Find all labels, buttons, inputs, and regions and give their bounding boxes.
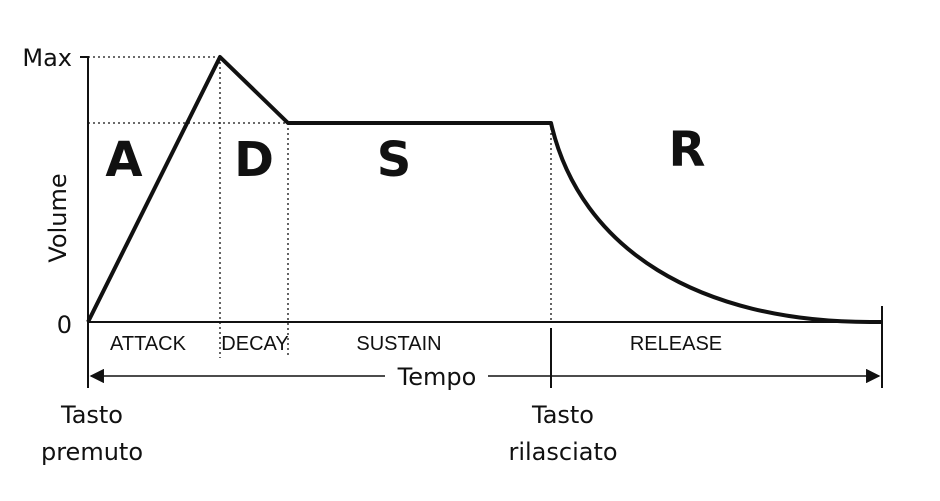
key-pressed-label-line2: premuto xyxy=(41,438,143,466)
phase-letter-release: R xyxy=(669,122,706,178)
y-max-label: Max xyxy=(22,44,72,72)
y-axis-title: Volume xyxy=(44,173,72,262)
phase-letter-decay: D xyxy=(234,132,274,188)
phase-name-sustain: SUSTAIN xyxy=(356,333,441,355)
key-released-label-line2: rilasciato xyxy=(508,438,617,466)
phase-letter-attack: A xyxy=(105,132,142,188)
key-pressed-label-line1: Tasto xyxy=(60,401,123,429)
x-axis-title: Tempo xyxy=(397,363,477,391)
envelope-curve xyxy=(86,55,882,324)
phase-letter-sustain: S xyxy=(377,132,412,188)
phase-name-release: RELEASE xyxy=(630,333,722,355)
key-released-label-line1: Tasto xyxy=(531,401,594,429)
y-zero-label: 0 xyxy=(57,311,72,339)
phase-name-decay: DECAY xyxy=(221,333,288,355)
phase-name-attack: ATTACK xyxy=(110,333,187,355)
